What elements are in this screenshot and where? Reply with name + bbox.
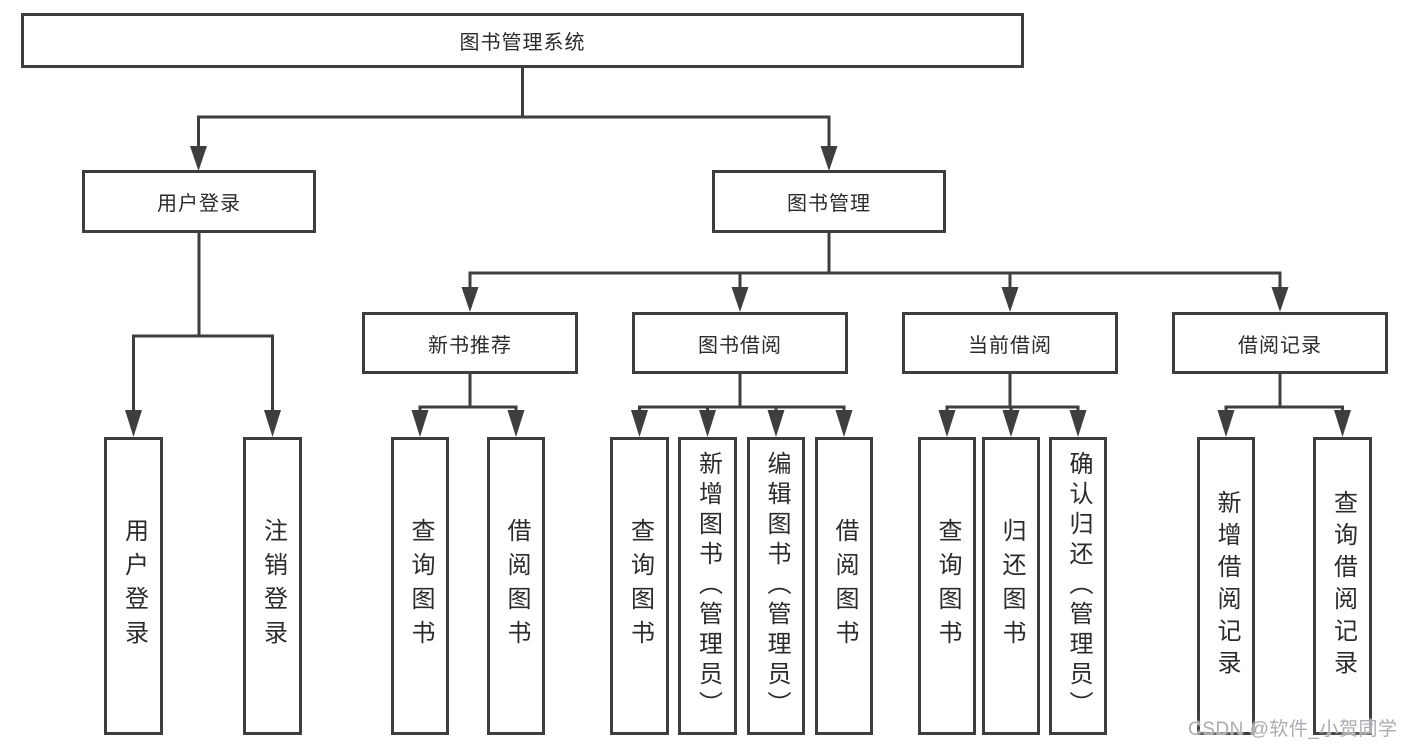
arrow-down-icon <box>631 410 648 437</box>
leaf-query-books-borrow: 查询图书 <box>610 437 669 735</box>
leaf-label: 查询图书 <box>407 518 434 654</box>
arrow-down-icon <box>1069 410 1087 437</box>
leaf-label: 确认归还（管理员） <box>1065 451 1092 721</box>
node-new-book-recommend: 新书推荐 <box>362 312 578 374</box>
leaf-label: 编辑图书（管理员） <box>763 451 790 721</box>
leaf-label: 归还图书 <box>998 518 1025 654</box>
arrow-down-icon <box>507 410 525 437</box>
leaf-add-borrow-record: 新增借阅记录 <box>1197 437 1255 735</box>
leaf-label: 借阅图书 <box>503 518 530 654</box>
leaf-label: 借阅图书 <box>831 518 858 654</box>
arrow-down-icon <box>835 410 853 437</box>
arrow-down-icon <box>699 410 716 437</box>
leaf-label: 查询图书 <box>934 518 961 654</box>
arrow-down-icon <box>1334 410 1351 437</box>
node-library-system: 图书管理系统 <box>21 13 1024 68</box>
arrow-down-icon <box>264 410 281 437</box>
leaf-borrow-books: 借阅图书 <box>815 437 873 735</box>
arrow-down-icon <box>411 410 429 437</box>
arrow-down-icon <box>938 410 956 437</box>
node-borrowing-records: 借阅记录 <box>1172 312 1388 374</box>
leaf-edit-books-admin: 编辑图书（管理员） <box>747 437 805 735</box>
leaf-label: 查询图书 <box>626 518 654 654</box>
node-user-login: 用户登录 <box>82 170 316 233</box>
arrow-down-icon <box>1002 410 1020 437</box>
leaf-label: 新增图书（管理员） <box>694 451 722 721</box>
arrow-down-icon <box>767 410 785 437</box>
leaf-label: 新增借阅记录 <box>1213 490 1240 682</box>
leaf-add-books-admin: 新增图书（管理员） <box>678 437 737 735</box>
node-book-borrowing: 图书借阅 <box>632 312 848 374</box>
leaf-label: 用户登录 <box>120 518 148 654</box>
arrow-down-icon <box>1001 287 1019 312</box>
arrow-down-icon <box>125 410 142 437</box>
leaf-confirm-return-admin: 确认归还（管理员） <box>1049 437 1107 735</box>
leaf-query-books-newbook: 查询图书 <box>391 437 449 735</box>
node-current-borrowing: 当前借阅 <box>902 312 1118 374</box>
arrow-down-icon <box>820 146 838 171</box>
watermark: CSDN @软件_小贺同学 <box>1188 719 1398 740</box>
arrow-down-icon <box>731 287 749 312</box>
node-book-management: 图书管理 <box>712 170 946 233</box>
arrow-down-icon <box>1271 287 1289 312</box>
connector-arrows <box>125 146 1351 437</box>
arrow-down-icon <box>461 287 479 312</box>
leaf-query-borrow-record: 查询借阅记录 <box>1313 437 1372 735</box>
leaf-return-books: 归还图书 <box>982 437 1040 735</box>
leaf-label: 注销登录 <box>259 518 287 654</box>
leaf-borrow-books-newbook: 借阅图书 <box>487 437 545 735</box>
leaf-user-login: 用户登录 <box>104 437 163 735</box>
arrow-down-icon <box>1217 410 1235 437</box>
leaf-query-books-current: 查询图书 <box>918 437 976 735</box>
arrow-down-icon <box>190 146 207 171</box>
leaf-label: 查询借阅记录 <box>1329 490 1357 682</box>
leaf-logout: 注销登录 <box>243 437 302 735</box>
